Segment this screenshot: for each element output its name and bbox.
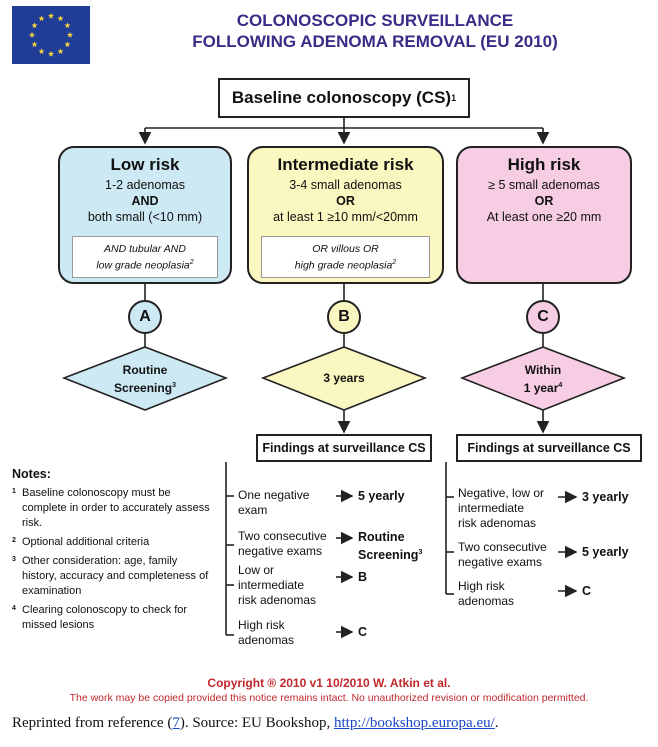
high-risk-box: High risk ≥ 5 small adenomas OR At least…: [456, 146, 632, 284]
star-icon: [57, 48, 64, 55]
category-a-circle: A: [128, 300, 162, 334]
intermediate-risk-box: Intermediate risk 3-4 small adenomas OR …: [247, 146, 444, 284]
star-icon: [57, 15, 64, 22]
high-result-3: C: [582, 584, 592, 598]
star-icon: [28, 31, 36, 38]
copyright-notice: The work may be copied provided this not…: [69, 692, 589, 704]
category-c-circle: C: [526, 300, 560, 334]
low-risk-action: Routine Screening3: [114, 363, 176, 395]
intermediate-risk-action: 3 years: [323, 371, 365, 385]
low-risk-box: Low risk 1-2 adenomas AND both small (<1…: [58, 146, 232, 284]
star-icon: [31, 22, 38, 29]
low-risk-diamond: [61, 346, 229, 411]
high-findings-header: Findings at surveillance CS: [456, 434, 642, 462]
high-result-2: 5 yearly: [582, 545, 629, 559]
bookshop-link[interactable]: http://bookshop.europa.eu/: [333, 715, 495, 731]
copyright-line: Copyright ® 2010 v1 10/2010 W. Atkin et …: [207, 676, 451, 690]
baseline-colonoscopy-box: Baseline colonoscopy (CS)1: [218, 78, 470, 118]
star-icon: [64, 22, 71, 29]
intermediate-result-1: 5 yearly: [358, 489, 405, 503]
page-title: COLONOSCOPIC SURVEILLANCE FOLLOWING ADEN…: [192, 11, 558, 51]
flow-connectors: [61, 118, 627, 639]
star-icon: [38, 15, 45, 22]
notes-heading: Notes:: [12, 467, 51, 481]
category-b-circle: B: [327, 300, 361, 334]
high-risk-diamond: [459, 346, 627, 411]
high-risk-action: Within 1 year4: [523, 363, 563, 395]
star-icon: [64, 41, 71, 48]
star-icon: [47, 12, 55, 19]
star-icon: [47, 50, 55, 57]
intermediate-result-3: B: [358, 570, 368, 584]
high-result-1: 3 yearly: [582, 490, 629, 504]
star-icon: [31, 41, 38, 48]
figure-caption: Reprinted from reference (7). Source: EU…: [12, 715, 499, 731]
star-icon: [66, 31, 74, 38]
eu-flag-icon: [12, 6, 90, 64]
reference-link[interactable]: 7: [172, 715, 180, 731]
intermediate-result-4: C: [358, 625, 368, 639]
intermediate-findings-header: Findings at surveillance CS: [256, 434, 432, 462]
intermediate-risk-diamond: [260, 346, 428, 411]
star-icon: [38, 48, 45, 55]
